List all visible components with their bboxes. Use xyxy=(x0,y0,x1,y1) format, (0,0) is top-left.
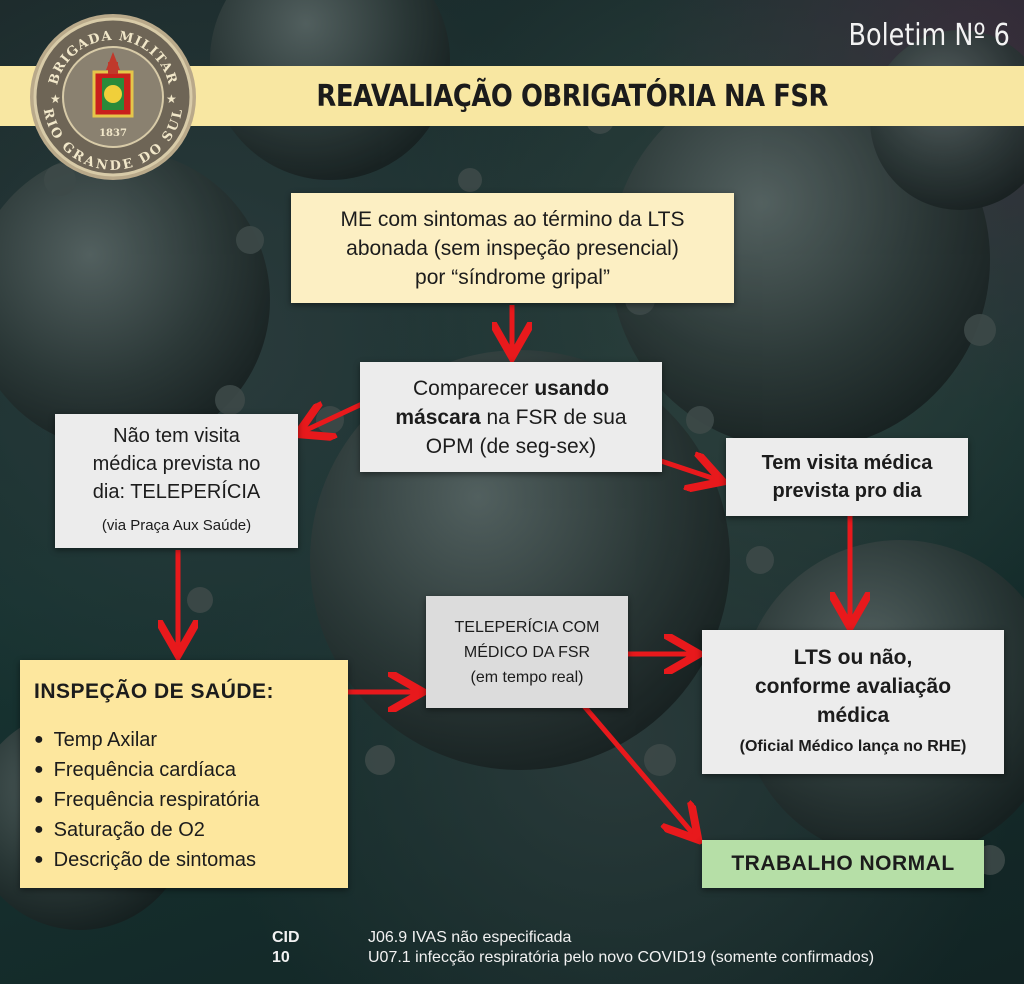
has-visit-box: Tem visita médica prevista pro dia xyxy=(726,438,968,516)
mask-prefix: Comparecer xyxy=(412,376,535,400)
inspection-item: Frequência cardíaca xyxy=(34,756,259,786)
mask-line-3: OPM (de seg-sex) xyxy=(425,434,597,458)
lts-line-3: médica xyxy=(816,704,890,727)
lts-line-1: LTS ou não, xyxy=(793,646,913,669)
teleper-note: (em tempo real) xyxy=(470,668,584,686)
mask-mid: na FSR de sua xyxy=(480,405,627,429)
inspection-item: Descrição de sintomas xyxy=(34,846,259,876)
start-condition-box: ME com sintomas ao término da LTS abonad… xyxy=(291,193,734,303)
bulletin-number: Boletim Nº 6 xyxy=(848,18,1010,53)
lts-note: (Oficial Médico lança no RHE) xyxy=(739,738,967,755)
lts-line-2: conforme avaliação xyxy=(754,675,952,698)
normal-work-box: TRABALHO NORMAL xyxy=(702,840,984,888)
brigada-militar-seal-logo: BRIGADA MILITAR RIO GRANDE DO SUL ★ ★ 18… xyxy=(30,14,196,180)
mask-bold-mascara: máscara xyxy=(395,405,481,429)
inspection-title: INSPEÇÃO DE SAÚDE: xyxy=(34,680,275,703)
seal-year: 1837 xyxy=(99,128,127,139)
visit-line-1: Tem visita médica xyxy=(761,452,933,474)
inspection-list: Temp Axilar Frequência cardíaca Frequênc… xyxy=(34,726,260,876)
attend-with-mask-box: Comparecer usando máscara na FSR de sua … xyxy=(360,362,662,472)
inspection-item: Saturação de O2 xyxy=(34,816,259,846)
page-title: REAVALIAÇÃO OBRIGATÓRIA NA FSR xyxy=(316,78,828,114)
no-visit-telepericia-box: Não tem visita médica prevista no dia: T… xyxy=(55,414,298,548)
start-line-2: abonada (sem inspeção presencial) xyxy=(346,236,679,260)
novisit-line-1: Não tem visita xyxy=(113,425,240,447)
telepericia-fsr-box: TELEPERÍCIA COM MÉDICO DA FSR (em tempo … xyxy=(426,596,628,708)
novisit-line-2: médica prevista no xyxy=(92,453,261,475)
novisit-note: (via Praça Aux Saúde) xyxy=(101,517,252,534)
teleper-line-2: MÉDICO DA FSR xyxy=(463,643,591,661)
trabalho-label: TRABALHO NORMAL xyxy=(731,852,955,875)
cid-code-line: U07.1 infecção respiratória pelo novo CO… xyxy=(368,949,875,966)
teleper-line-1: TELEPERÍCIA COM xyxy=(454,618,600,636)
start-line-3: por “síndrome gripal” xyxy=(415,265,610,289)
cid-code-line: J06.9 IVAS não especificada xyxy=(368,929,572,946)
svg-text:★: ★ xyxy=(50,92,61,106)
start-line-1: ME com sintomas ao término da LTS xyxy=(340,207,685,231)
mask-bold-usando: usando xyxy=(534,376,610,400)
lts-decision-box: LTS ou não, conforme avaliação médica (O… xyxy=(702,630,1004,774)
inspection-item: Frequência respiratória xyxy=(34,786,260,816)
inspection-item: Temp Axilar xyxy=(34,726,259,756)
health-inspection-box: INSPEÇÃO DE SAÚDE: Temp Axilar Frequênci… xyxy=(20,660,348,888)
visit-line-2: prevista pro dia xyxy=(772,480,922,502)
cid-label: CID 10 xyxy=(272,929,300,966)
novisit-line-3: dia: TELEPERÍCIA xyxy=(92,481,261,503)
svg-text:★: ★ xyxy=(166,92,177,106)
